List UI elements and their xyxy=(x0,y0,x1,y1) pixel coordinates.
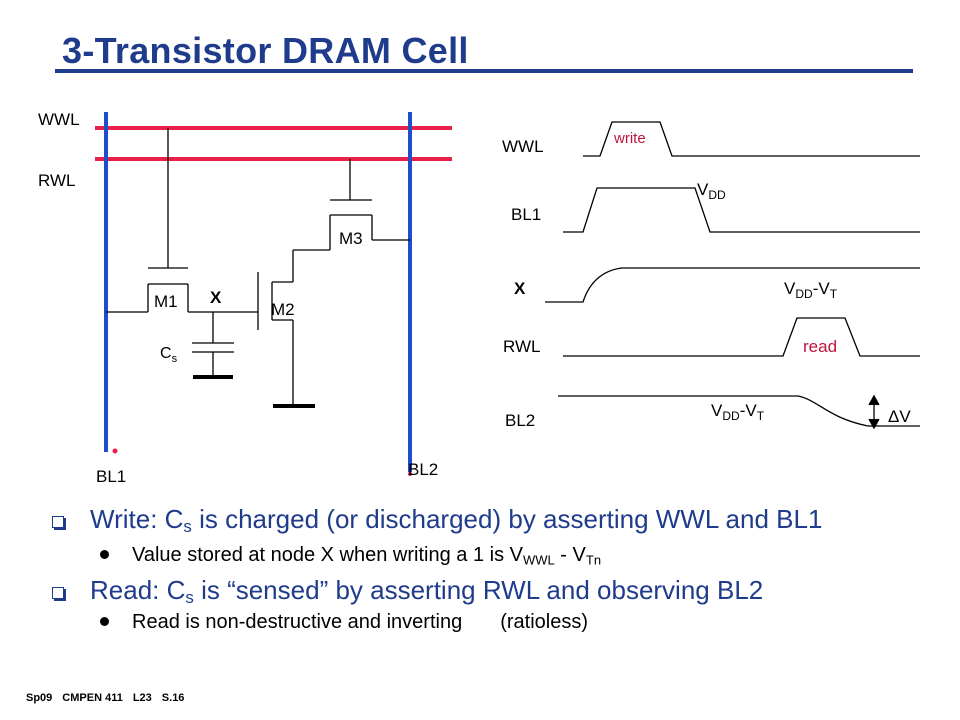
sub-bullet-write: Value stored at node X when writing a 1 … xyxy=(52,541,952,569)
wave-bl2 xyxy=(558,395,920,427)
delta-v-arrow xyxy=(868,394,880,430)
schematic xyxy=(95,112,452,476)
slide-footer: Sp09 CMPEN 411 L23 S.16 xyxy=(26,692,194,704)
slide-title: 3-Transistor DRAM Cell xyxy=(62,30,469,71)
sub-bullet-read: Read is non-destructive and inverting(ra… xyxy=(52,608,952,636)
label-m1: M1 xyxy=(154,292,178,311)
square-bullet-icon xyxy=(52,516,64,528)
storage-capacitor xyxy=(192,312,234,379)
timing-label-x: X xyxy=(514,279,526,298)
dot-bullet-icon xyxy=(100,550,109,559)
footer-dept: CMPEN 411 xyxy=(62,692,123,704)
vdd-minus-vt-label-x: VDD-VT xyxy=(784,279,838,301)
timing-labels: WWL BL1 X RWL BL2 write read VDD VDD-VT … xyxy=(502,130,911,430)
label-bl1: BL1 xyxy=(96,467,126,486)
label-m2: M2 xyxy=(271,300,295,319)
timing-waveforms xyxy=(545,121,920,430)
label-m3: M3 xyxy=(339,229,363,248)
bullet-list: Write: Cs is charged (or discharged) by … xyxy=(52,504,952,636)
dram-cell-diagram: WWL RWL BL1 BL2 M1 M2 M3 X Cs WWL BL1 X … xyxy=(38,110,920,486)
delta-v-label: ΔV xyxy=(888,407,911,426)
square-bullet-icon xyxy=(52,587,64,599)
bl1-dot xyxy=(112,448,118,454)
wave-x xyxy=(545,267,920,303)
timing-label-bl1: BL1 xyxy=(511,205,541,224)
label-cs: Cs xyxy=(160,345,178,365)
footer-slide-number: S.16 xyxy=(161,692,185,704)
vdd-label: VDD xyxy=(697,180,726,202)
transistor-m3 xyxy=(293,159,410,251)
label-bl2: BL2 xyxy=(408,460,438,479)
dot-bullet-icon xyxy=(100,617,109,626)
transistor-m2 xyxy=(257,250,315,408)
footer-course: Sp09 xyxy=(26,692,53,704)
footer-lecture: L23 xyxy=(132,692,152,704)
vdd-minus-vt-label-bl2: VDD-VT xyxy=(711,401,765,423)
wave-bl1 xyxy=(563,187,920,233)
label-node-x: X xyxy=(210,288,222,307)
wave-wwl xyxy=(583,121,920,157)
bullet-read: Read: Cs is “sensed” by asserting RWL an… xyxy=(52,575,952,606)
read-pulse-label: read xyxy=(803,337,837,356)
label-wwl: WWL xyxy=(38,110,80,129)
title-underline xyxy=(55,69,913,73)
write-pulse-label: write xyxy=(613,130,646,147)
bl2-dot xyxy=(408,472,412,476)
schematic-labels: WWL RWL BL1 BL2 M1 M2 M3 X Cs xyxy=(38,110,438,486)
timing-label-rwl: RWL xyxy=(503,337,540,356)
bullet-write: Write: Cs is charged (or discharged) by … xyxy=(52,504,952,535)
timing-label-bl2: BL2 xyxy=(505,411,535,430)
wave-rwl xyxy=(563,317,920,357)
timing-label-wwl: WWL xyxy=(502,137,544,156)
transistor-m1 xyxy=(106,128,258,313)
label-rwl: RWL xyxy=(38,171,75,190)
